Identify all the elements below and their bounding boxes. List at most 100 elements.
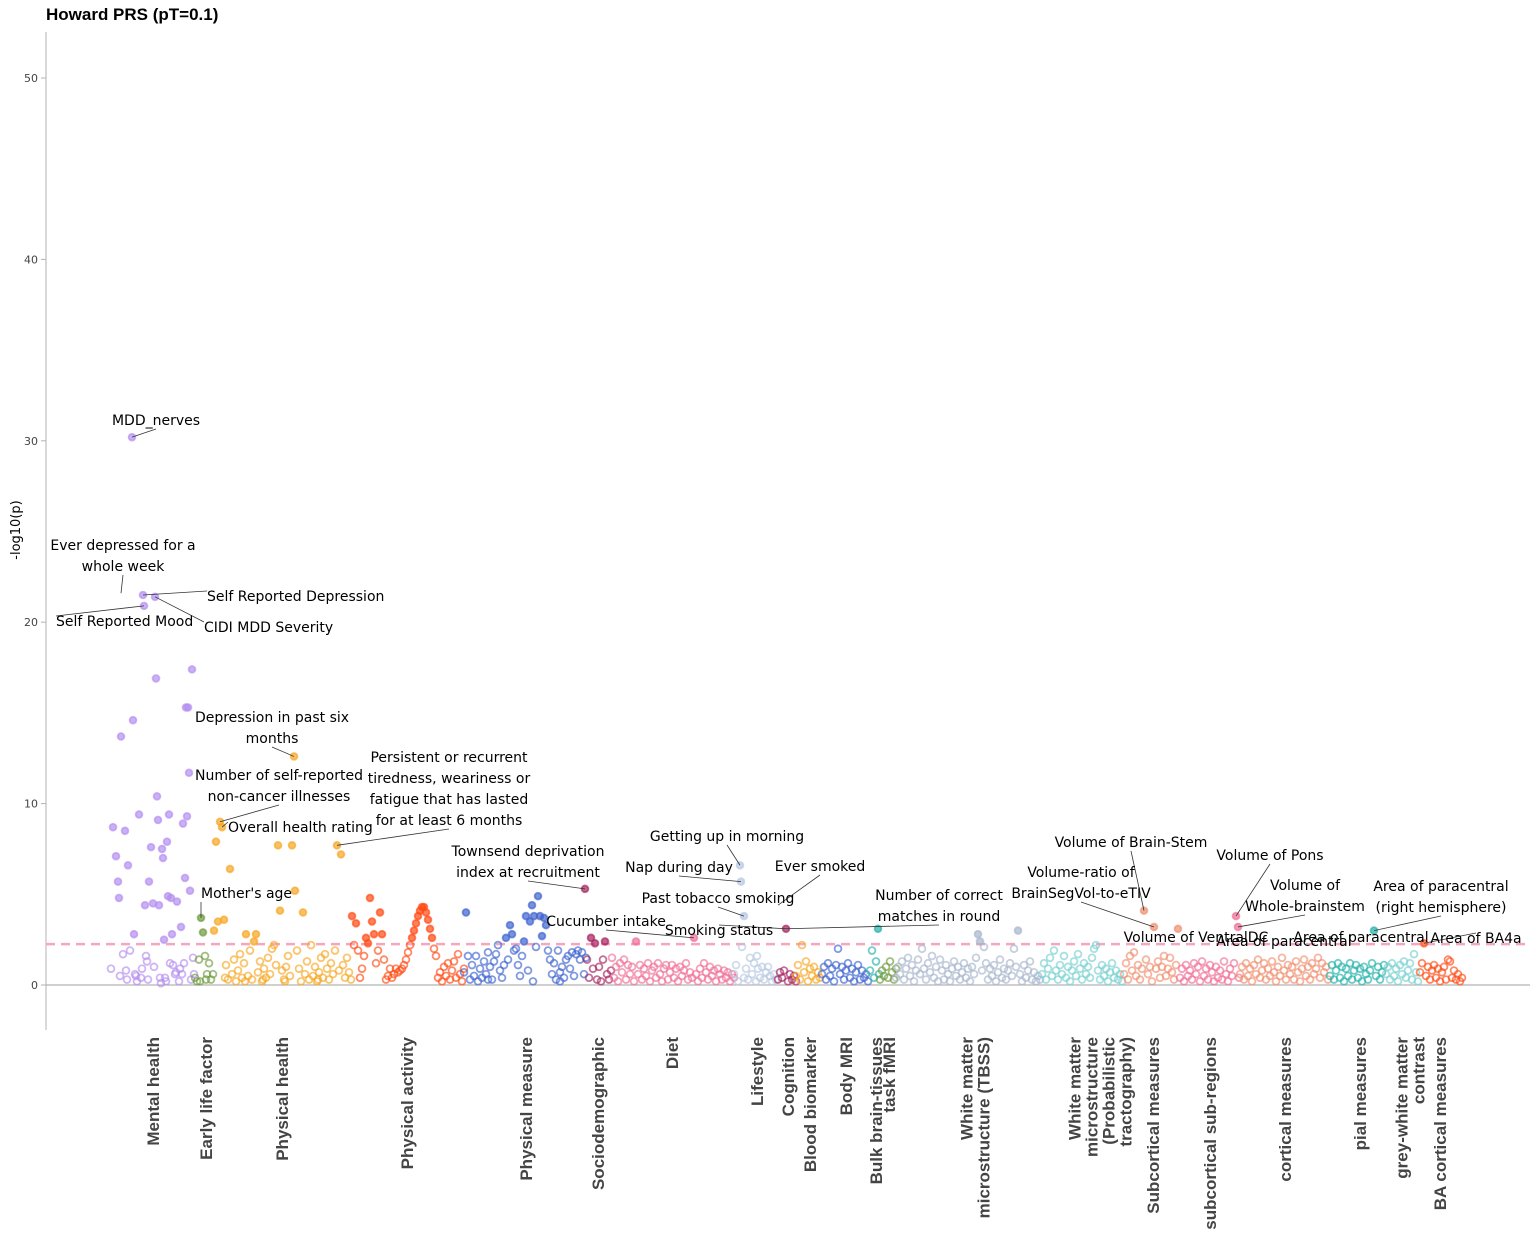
data-point [525, 917, 535, 926]
data-point [172, 897, 182, 906]
data-point [733, 977, 743, 986]
data-point [479, 957, 489, 966]
category-label: task fMRI [880, 1037, 899, 1113]
data-point [627, 962, 637, 972]
data-point [310, 962, 320, 972]
annotation-leader-line [131, 428, 157, 438]
data-point [517, 951, 527, 961]
data-point [141, 951, 151, 961]
data-point [483, 975, 493, 984]
data-point [1253, 955, 1263, 964]
data-point [137, 964, 147, 973]
data-point [1069, 957, 1079, 966]
annotation-label: Depression in past six [195, 710, 349, 726]
data-point [283, 951, 293, 961]
data-point [251, 929, 261, 939]
data-point [146, 842, 156, 852]
data-point [1281, 975, 1291, 984]
data-point [899, 975, 909, 984]
category-label: Blood biomarker [801, 1037, 820, 1172]
category-label-line: Early life factor [197, 1037, 216, 1160]
data-point [1127, 966, 1137, 975]
data-point [363, 938, 373, 948]
annotation-label: Self Reported Depression [207, 589, 384, 605]
data-point [240, 977, 250, 986]
data-point [889, 975, 899, 984]
annotation-label: CIDI MDD Severity [204, 620, 333, 636]
data-point [1001, 975, 1011, 984]
data-point [979, 942, 989, 952]
data-point [177, 969, 187, 979]
data-point [797, 940, 807, 950]
data-point [292, 946, 302, 955]
data-point [449, 957, 459, 966]
data-point [275, 906, 285, 915]
annotation-leader-line [777, 874, 821, 906]
data-point [377, 929, 387, 939]
data-point [118, 949, 128, 959]
data-point [189, 969, 199, 979]
data-point [149, 962, 159, 972]
data-point [163, 891, 173, 901]
data-point [835, 969, 845, 979]
data-point [709, 966, 719, 975]
data-point [625, 969, 635, 979]
category-label-line: subcortical sub-regions [1201, 1037, 1220, 1230]
data-point [154, 900, 164, 910]
annotation-leader-line [154, 596, 205, 623]
data-point [164, 810, 174, 819]
data-point [945, 977, 955, 986]
data-point [895, 969, 905, 979]
data-point [671, 964, 681, 973]
data-point [129, 929, 139, 939]
data-point [777, 973, 787, 983]
annotation-label: Cucumber intake [546, 914, 666, 930]
data-point [155, 973, 165, 983]
data-point [287, 841, 297, 850]
data-point [619, 955, 629, 964]
data-point [1027, 975, 1037, 984]
data-point [115, 971, 125, 981]
data-point [395, 966, 405, 975]
data-point [1413, 977, 1423, 986]
data-point [259, 964, 269, 973]
data-point [1055, 960, 1065, 970]
data-point [879, 971, 889, 981]
data-point [833, 944, 843, 954]
data-point [565, 964, 575, 973]
data-point [917, 944, 927, 954]
data-point [747, 969, 757, 979]
data-point [1315, 973, 1325, 983]
category-label: Physical activity [398, 1036, 417, 1169]
data-point [1051, 966, 1061, 975]
data-point [1099, 971, 1109, 981]
data-point [1013, 926, 1023, 935]
data-point [379, 955, 389, 964]
data-point [1283, 960, 1293, 970]
data-point [204, 958, 214, 968]
data-point [265, 969, 275, 979]
annotation-leader-line [1130, 850, 1145, 911]
data-point [1093, 966, 1103, 975]
data-point [1365, 966, 1375, 975]
data-point [125, 946, 135, 955]
annotation-label: Area of paracentral [1216, 934, 1351, 950]
data-point [1457, 973, 1467, 983]
data-point [1197, 957, 1207, 966]
data-point [134, 810, 144, 819]
data-point [596, 977, 606, 986]
data-point [338, 960, 348, 970]
annotation-leader-line [219, 804, 280, 823]
data-point [142, 957, 152, 966]
data-point [737, 942, 747, 952]
data-point [823, 958, 833, 968]
data-point [183, 703, 193, 712]
data-point [326, 958, 336, 968]
data-point [241, 929, 251, 939]
annotation-label: matches in round [878, 909, 1001, 925]
category-label: cortical measures [1276, 1037, 1295, 1182]
data-point [501, 933, 511, 943]
category-label-line: microstructure [1083, 1037, 1102, 1157]
data-point [403, 948, 413, 957]
